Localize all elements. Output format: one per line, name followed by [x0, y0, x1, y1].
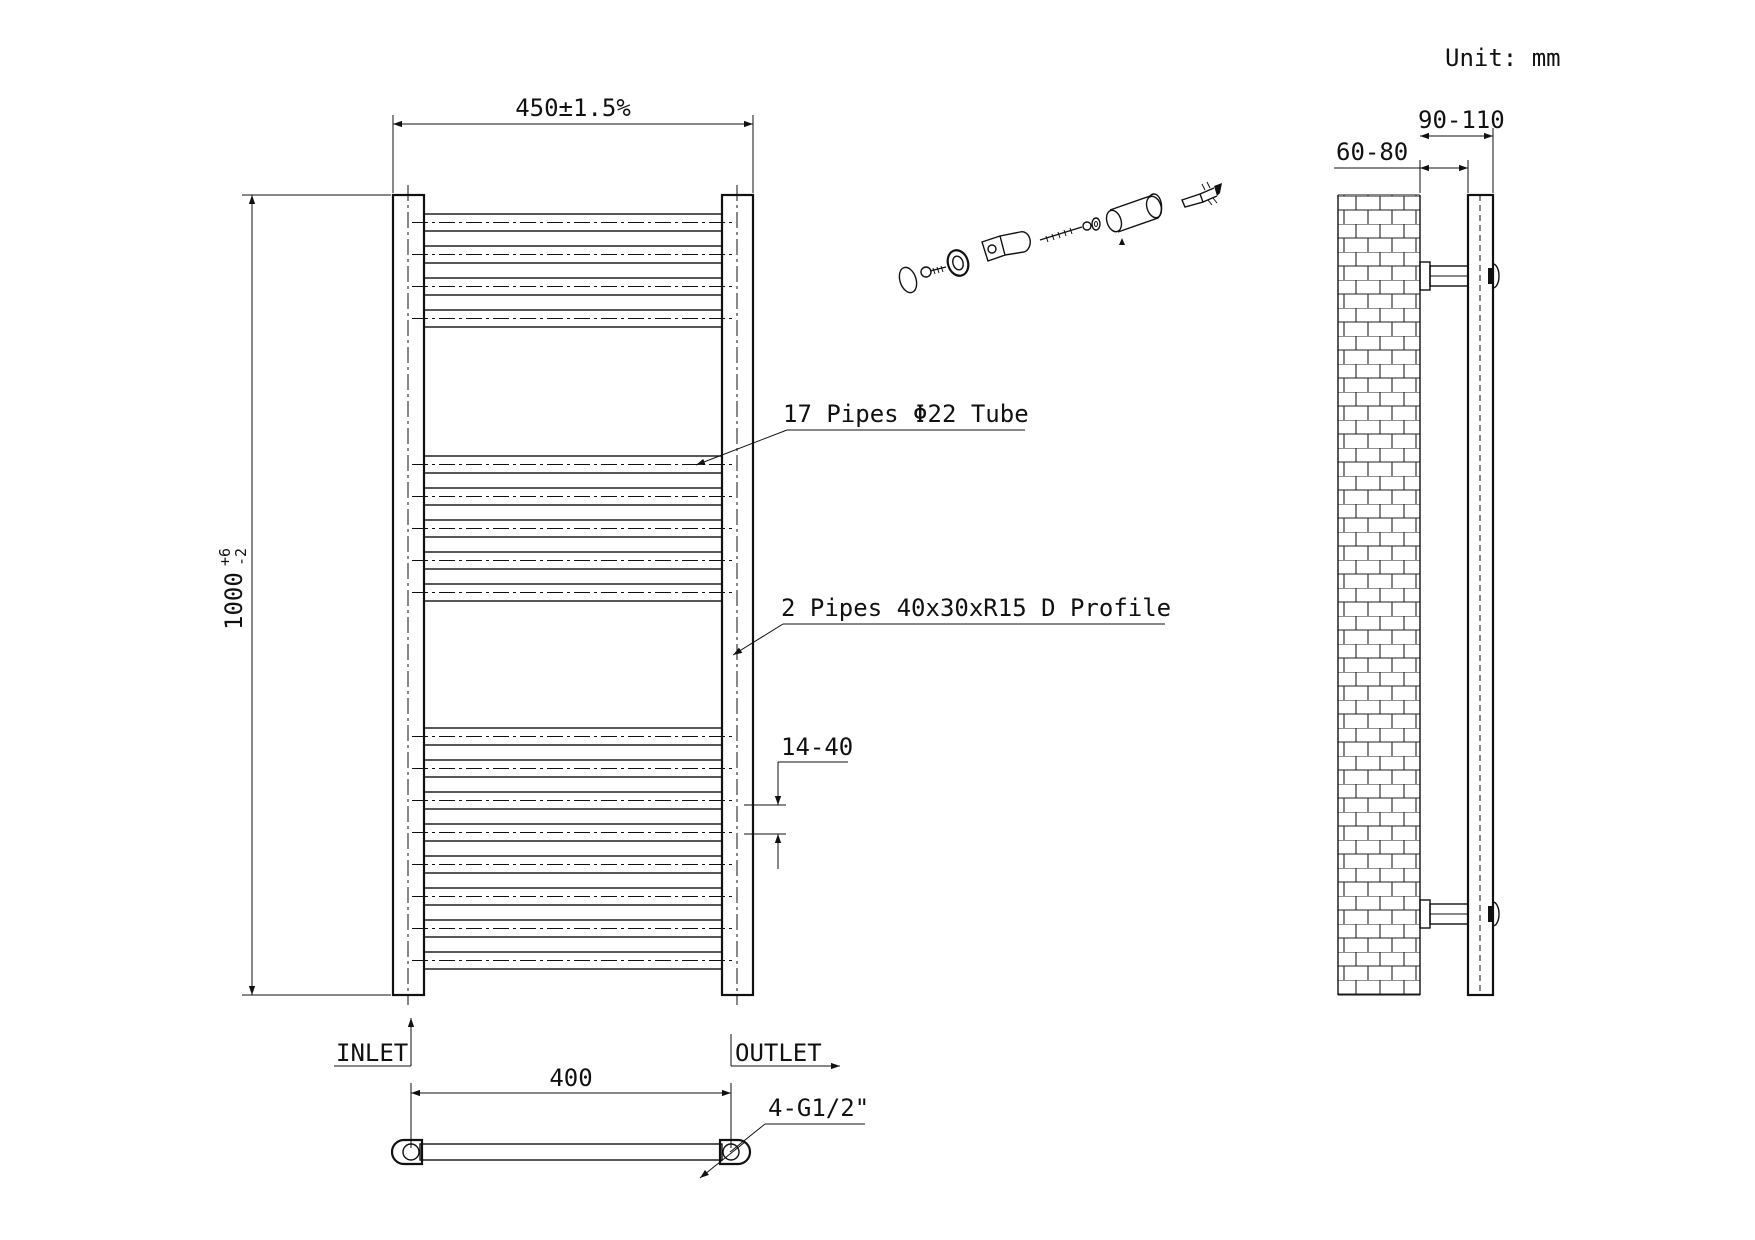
bracket-clamp: [981, 230, 1031, 262]
bracket-wall-plug: [1181, 187, 1218, 208]
wall-gap-dim-text: 60-80: [1336, 138, 1408, 166]
thread-dim-text: 4-G1/2": [768, 1094, 869, 1122]
pipes-callout-text: 17 Pipes Φ22 Tube: [783, 400, 1029, 428]
outlet-indicator: OUTLET: [730, 1034, 840, 1070]
inlet-label: INLET: [336, 1039, 408, 1067]
bracket-ring: [946, 249, 970, 277]
height-dim-text: 1000: [220, 572, 248, 630]
height-tol-lower: -2: [232, 548, 250, 566]
bracket-small-screw: [920, 266, 932, 278]
width-dimension: 450±1.5%: [392, 94, 754, 193]
spacing-dim-text: 14-40: [781, 733, 853, 761]
bracket-exploded-view: [898, 181, 1222, 294]
spacing-dimension: 14-40: [744, 733, 853, 869]
left-port: [402, 1143, 420, 1161]
bracket-cover-cap: [898, 266, 918, 294]
profile-callout: 2 Pipes 40x30xR15 D Profile: [732, 594, 1171, 656]
inlet-indicator: INLET: [334, 1018, 415, 1067]
bracket-washer: [1091, 217, 1101, 231]
total-depth-dim-text: 90-110: [1418, 106, 1505, 134]
right-end-cap: [718, 1138, 752, 1166]
side-view: 60-80 90-110: [1334, 106, 1505, 997]
wall-section: [1338, 195, 1420, 995]
unit-label: Unit: mm: [1445, 44, 1561, 72]
profile-callout-text: 2 Pipes 40x30xR15 D Profile: [781, 594, 1171, 622]
bottom-tube: [419, 1143, 723, 1161]
bottom-view: 400 4-G1/2": [390, 1064, 869, 1179]
outlet-label: OUTLET: [735, 1039, 822, 1067]
horizontal-tubes: [412, 213, 733, 970]
pipes-callout: 17 Pipes Φ22 Tube: [695, 400, 1029, 466]
lower-bracket: [1419, 899, 1500, 929]
left-end-cap: [390, 1138, 424, 1166]
right-port: [722, 1143, 740, 1161]
height-tol-upper: +6: [216, 548, 234, 566]
width-dim-text: 450±1.5%: [515, 94, 631, 122]
height-dimension: 1000 +6 -2: [216, 194, 391, 996]
front-view: [391, 185, 755, 1005]
centers-dim-text: 400: [549, 1064, 592, 1092]
upper-bracket: [1419, 261, 1500, 291]
